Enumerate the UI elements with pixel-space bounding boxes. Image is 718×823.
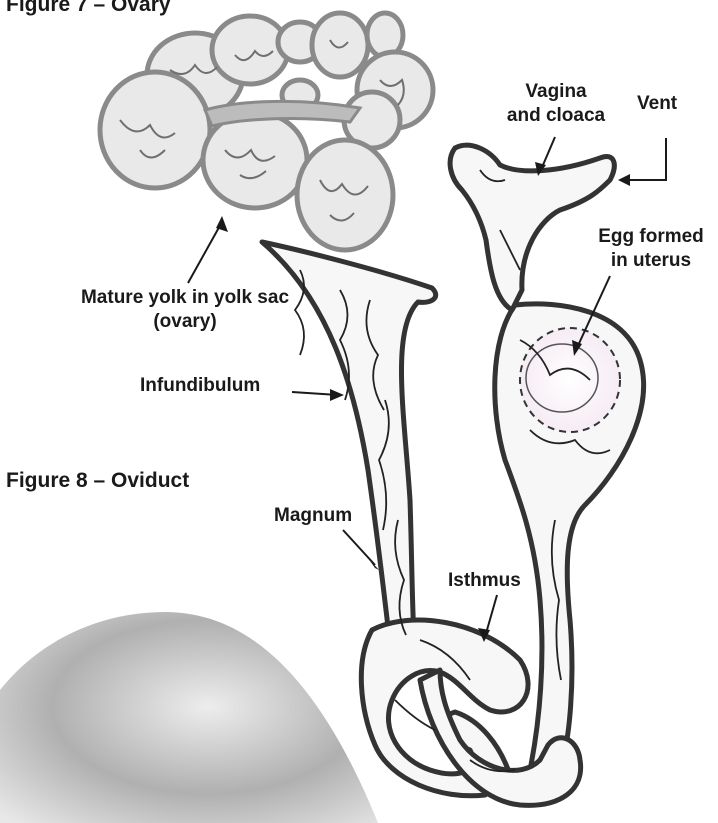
infundibulum-label: Infundibulum xyxy=(140,374,260,398)
mature-yolk-label-line2: (ovary) xyxy=(30,310,340,334)
egg-shell-shape xyxy=(0,612,378,823)
isthmus-label: Isthmus xyxy=(448,569,521,593)
figure-7-title: Figure 7 – Ovary xyxy=(6,0,171,17)
egg-in-uterus xyxy=(520,328,620,432)
arrow-to-vent xyxy=(622,138,666,180)
mature-yolk-label: Mature yolk in yolk sac (ovary) xyxy=(30,286,340,334)
arrow-to-ovary xyxy=(188,222,222,283)
ovary-cluster xyxy=(100,13,433,250)
figure-8-title: Figure 8 – Oviduct xyxy=(6,469,189,493)
mature-yolk-label-line1: Mature yolk in yolk sac xyxy=(30,286,340,310)
vagina-cloaca-label-line1: Vagina xyxy=(490,80,622,104)
egg-formed-label-line1: Egg formed xyxy=(584,225,718,249)
vagina-cloaca-label-line2: and cloaca xyxy=(490,104,622,128)
vagina-cloaca-label: Vagina and cloaca xyxy=(490,80,622,128)
vent-label: Vent xyxy=(637,92,677,116)
magnum-label: Magnum xyxy=(274,504,352,528)
egg-formed-label-line2: in uterus xyxy=(584,249,718,273)
egg-formed-label: Egg formed in uterus xyxy=(584,225,718,273)
arrow-to-magnum xyxy=(343,530,375,565)
